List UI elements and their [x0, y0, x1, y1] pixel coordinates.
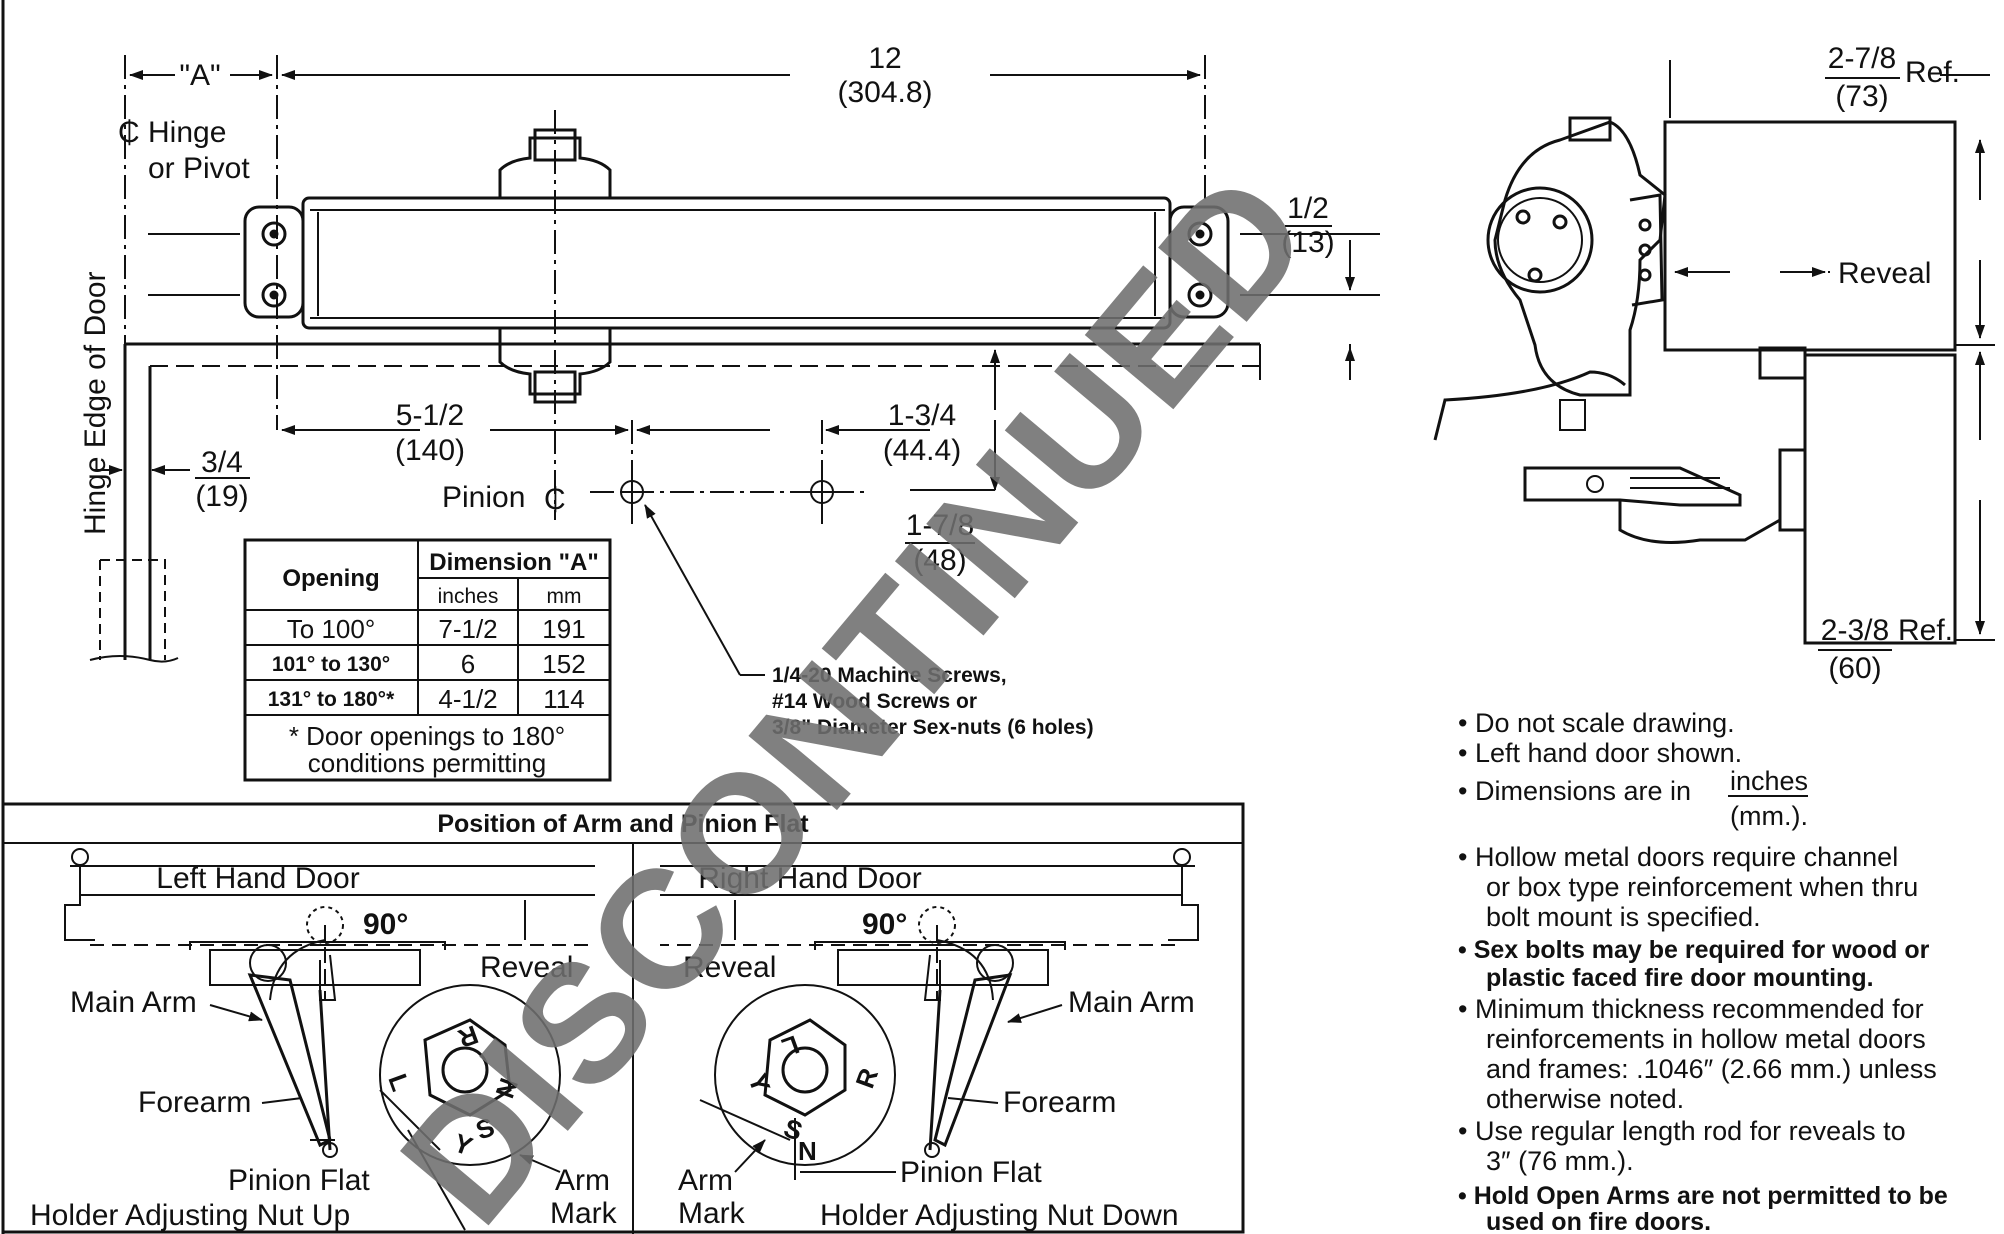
left-hand-door-diagram — [64, 848, 595, 1231]
hinge-label: Hinge — [148, 116, 226, 149]
right-dial-letter: N — [798, 1136, 817, 1166]
note-frac-bot: (mm.). — [1730, 801, 1808, 831]
note-item: • Hollow metal doors require channel — [1458, 842, 1898, 872]
dim-half-mm: (13) — [1281, 226, 1334, 259]
note-item: • Sex bolts may be required for wood or — [1458, 936, 1930, 964]
pinion-centerline-symbol: ₵ — [544, 483, 566, 516]
right-door-label: Right Hand Door — [698, 862, 921, 895]
dim-screw-space-mm: (44.4) — [883, 434, 961, 467]
table-footnote: * Door openings to 180° — [289, 721, 565, 751]
left-arm-mark-label: Mark — [550, 1197, 618, 1230]
dim-a-label: "A" — [179, 59, 220, 92]
left-door-label: Left Hand Door — [156, 862, 359, 895]
dim-ref-bot-mm: (60) — [1828, 652, 1881, 685]
note-item-cont: reinforcements in hollow metal doors — [1486, 1024, 1926, 1054]
table-row-mm: 152 — [542, 649, 585, 679]
right-arm-mark-label: Mark — [678, 1197, 746, 1230]
dim-overall-mm: (304.8) — [837, 76, 932, 109]
arm-position-panel — [1, 802, 1245, 1234]
dim-edge-mm: (19) — [195, 480, 248, 513]
note-item-cont: used on fire doors. — [1486, 1208, 1711, 1234]
note-item-cont: or box type reinforcement when thru — [1486, 872, 1918, 902]
note-item: • Dimensions are in — [1458, 776, 1691, 806]
table-row-opening: 131° to 180°* — [268, 688, 395, 711]
dim-edge-in: 3/4 — [201, 446, 243, 479]
table-row-mm: 114 — [543, 684, 584, 714]
left-forearm-label: Forearm — [138, 1086, 251, 1119]
right-main-arm-label: Main Arm — [1068, 986, 1195, 1019]
screw-note: #14 Wood Screws or — [772, 690, 977, 713]
table-row-mm: 191 — [542, 614, 585, 644]
left-holder-label: Holder Adjusting Nut Up — [30, 1199, 350, 1232]
note-item-cont: bolt mount is specified. — [1486, 902, 1761, 932]
dim-half-in: 1/2 — [1287, 192, 1329, 225]
closer-side-view — [1433, 60, 1995, 645]
pivot-label: or Pivot — [148, 152, 250, 185]
dim-overall-in: 12 — [868, 42, 901, 75]
dim-ref-top-in: 2-7/8 — [1828, 42, 1896, 75]
table-row-opening: To 100° — [287, 614, 375, 644]
dim-screw-space-in: 1-3/4 — [888, 399, 956, 432]
notes-list: • Do not scale drawing. • Left hand door… — [1458, 708, 1948, 1234]
table-head-opening: Opening — [282, 565, 379, 592]
reveal-label: Reveal — [1838, 257, 1931, 290]
table-head-inches: inches — [438, 585, 499, 608]
dim-pinion-offset-in: 5-1/2 — [396, 399, 464, 432]
dim-drop-mm: (48) — [913, 544, 966, 577]
table-row-opening: 101° to 130° — [272, 653, 390, 676]
screw-note: 1/4-20 Machine Screws, — [772, 664, 1007, 687]
table-row-inches: 7-1/2 — [438, 614, 497, 644]
dim-ref-bot-word: Ref. — [1898, 614, 1953, 647]
pinion-label: Pinion — [442, 481, 525, 514]
right-dial-letter: Y — [742, 1070, 776, 1097]
dim-ref-top-word: Ref. — [1905, 56, 1960, 89]
right-dial-letter: R — [849, 1064, 884, 1092]
hinge-edge-label: Hinge Edge of Door — [79, 271, 112, 535]
arm-panel-title: Position of Arm and Pinion Flat — [437, 810, 809, 838]
dim-ref-bot-in: 2-3/8 — [1821, 614, 1889, 647]
note-item-cont: and frames: .1046″ (2.66 mm.) unless — [1486, 1054, 1937, 1084]
left-pinion-flat-label: Pinion Flat — [228, 1164, 370, 1197]
note-item: • Do not scale drawing. — [1458, 708, 1735, 738]
left-angle-label: 90° — [363, 908, 408, 941]
right-pinion-flat-label: Pinion Flat — [900, 1156, 1042, 1189]
right-angle-label: 90° — [862, 908, 907, 941]
screw-note: 3/8" Diameter Sex-nuts (6 holes) — [772, 716, 1094, 739]
left-main-arm-label: Main Arm — [70, 986, 197, 1019]
note-item: • Minimum thickness recommended for — [1458, 994, 1924, 1024]
dimension-arrows — [95, 70, 1380, 676]
dim-drop-in: 1-7/8 — [906, 509, 974, 542]
hinge-centerline-symbol: ₵ — [118, 116, 140, 149]
table-head-dimension: Dimension "A" — [429, 549, 598, 576]
note-frac-top: inches — [1730, 766, 1808, 796]
table-head-mm: mm — [547, 585, 582, 608]
door-frame-lines — [89, 342, 1261, 663]
note-item: • Use regular length rod for reveals to — [1458, 1116, 1906, 1146]
right-hand-door-diagram — [660, 848, 1199, 1180]
right-reveal-label: Reveal — [683, 951, 776, 984]
dim-ref-top-mm: (73) — [1835, 80, 1888, 113]
table-row-inches: 6 — [461, 649, 475, 679]
right-forearm-label: Forearm — [1003, 1086, 1116, 1119]
note-item-cont: 3″ (76 mm.). — [1486, 1146, 1634, 1176]
left-reveal-label: Reveal — [480, 951, 573, 984]
note-item: • Left hand door shown. — [1458, 738, 1742, 768]
note-item-cont: otherwise noted. — [1486, 1084, 1684, 1114]
note-item: • Hold Open Arms are not permitted to be — [1458, 1182, 1948, 1210]
note-item-cont: plastic faced fire door mounting. — [1486, 964, 1874, 992]
pinion-markers — [620, 480, 834, 504]
table-footnote: conditions permitting — [308, 748, 546, 778]
table-row-inches: 4-1/2 — [438, 684, 497, 714]
dimension-a-table: Opening Dimension "A" inches mm To 100° … — [243, 538, 612, 782]
right-arm-mark-label: Arm — [678, 1164, 733, 1197]
right-holder-label: Holder Adjusting Nut Down — [820, 1199, 1179, 1232]
right-dial-letter: L — [778, 1029, 803, 1063]
left-arm-mark-label: Arm — [555, 1164, 610, 1197]
dim-pinion-offset-mm: (140) — [395, 434, 465, 467]
side-dimension-arrows — [1674, 74, 1985, 635]
